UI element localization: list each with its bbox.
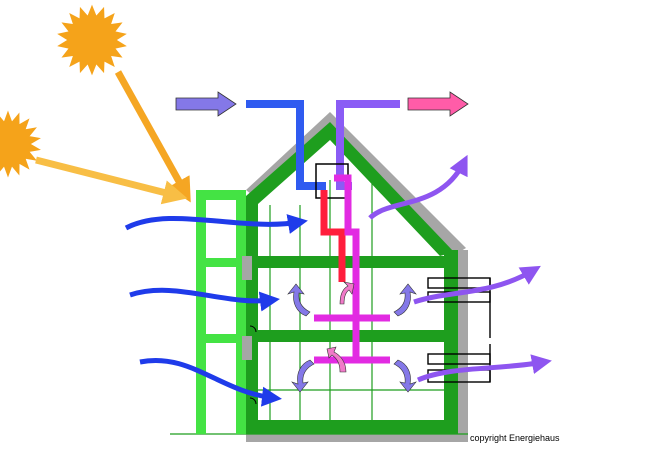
arrow-icon	[407, 91, 469, 117]
arrow-icon	[393, 359, 417, 393]
leak-arrow	[368, 154, 468, 220]
sun-ray-arrow	[114, 70, 191, 203]
wind-arrow	[129, 287, 280, 312]
sun-icon	[0, 110, 41, 178]
sunspace-wall-strip	[242, 336, 252, 360]
house-walls	[246, 122, 458, 434]
arrow-icon	[393, 283, 417, 317]
copyright-text: copyright Energiehaus	[470, 433, 560, 443]
sun-ray-arrow	[35, 156, 188, 205]
leak-arrow	[413, 265, 541, 305]
arrow-icon	[287, 283, 311, 317]
arrow-icon	[326, 346, 347, 373]
interior-lines	[170, 170, 468, 435]
wall-mark	[249, 325, 257, 333]
room-air-arrows	[287, 283, 417, 393]
sunspace-wall-strip	[242, 256, 252, 280]
distribution-duct	[314, 174, 390, 364]
supply-duct	[246, 100, 326, 190]
arrow-icon	[339, 281, 355, 305]
leak-arrow	[416, 354, 552, 383]
heat-pipe	[320, 190, 346, 282]
wall-mark	[249, 397, 257, 405]
sunspace-frame	[196, 190, 246, 434]
sun-icon	[57, 4, 127, 76]
arrow-icon	[175, 91, 237, 117]
wind-arrow	[139, 358, 282, 407]
wind-arrow	[124, 214, 308, 234]
arrow-icon	[291, 359, 315, 393]
